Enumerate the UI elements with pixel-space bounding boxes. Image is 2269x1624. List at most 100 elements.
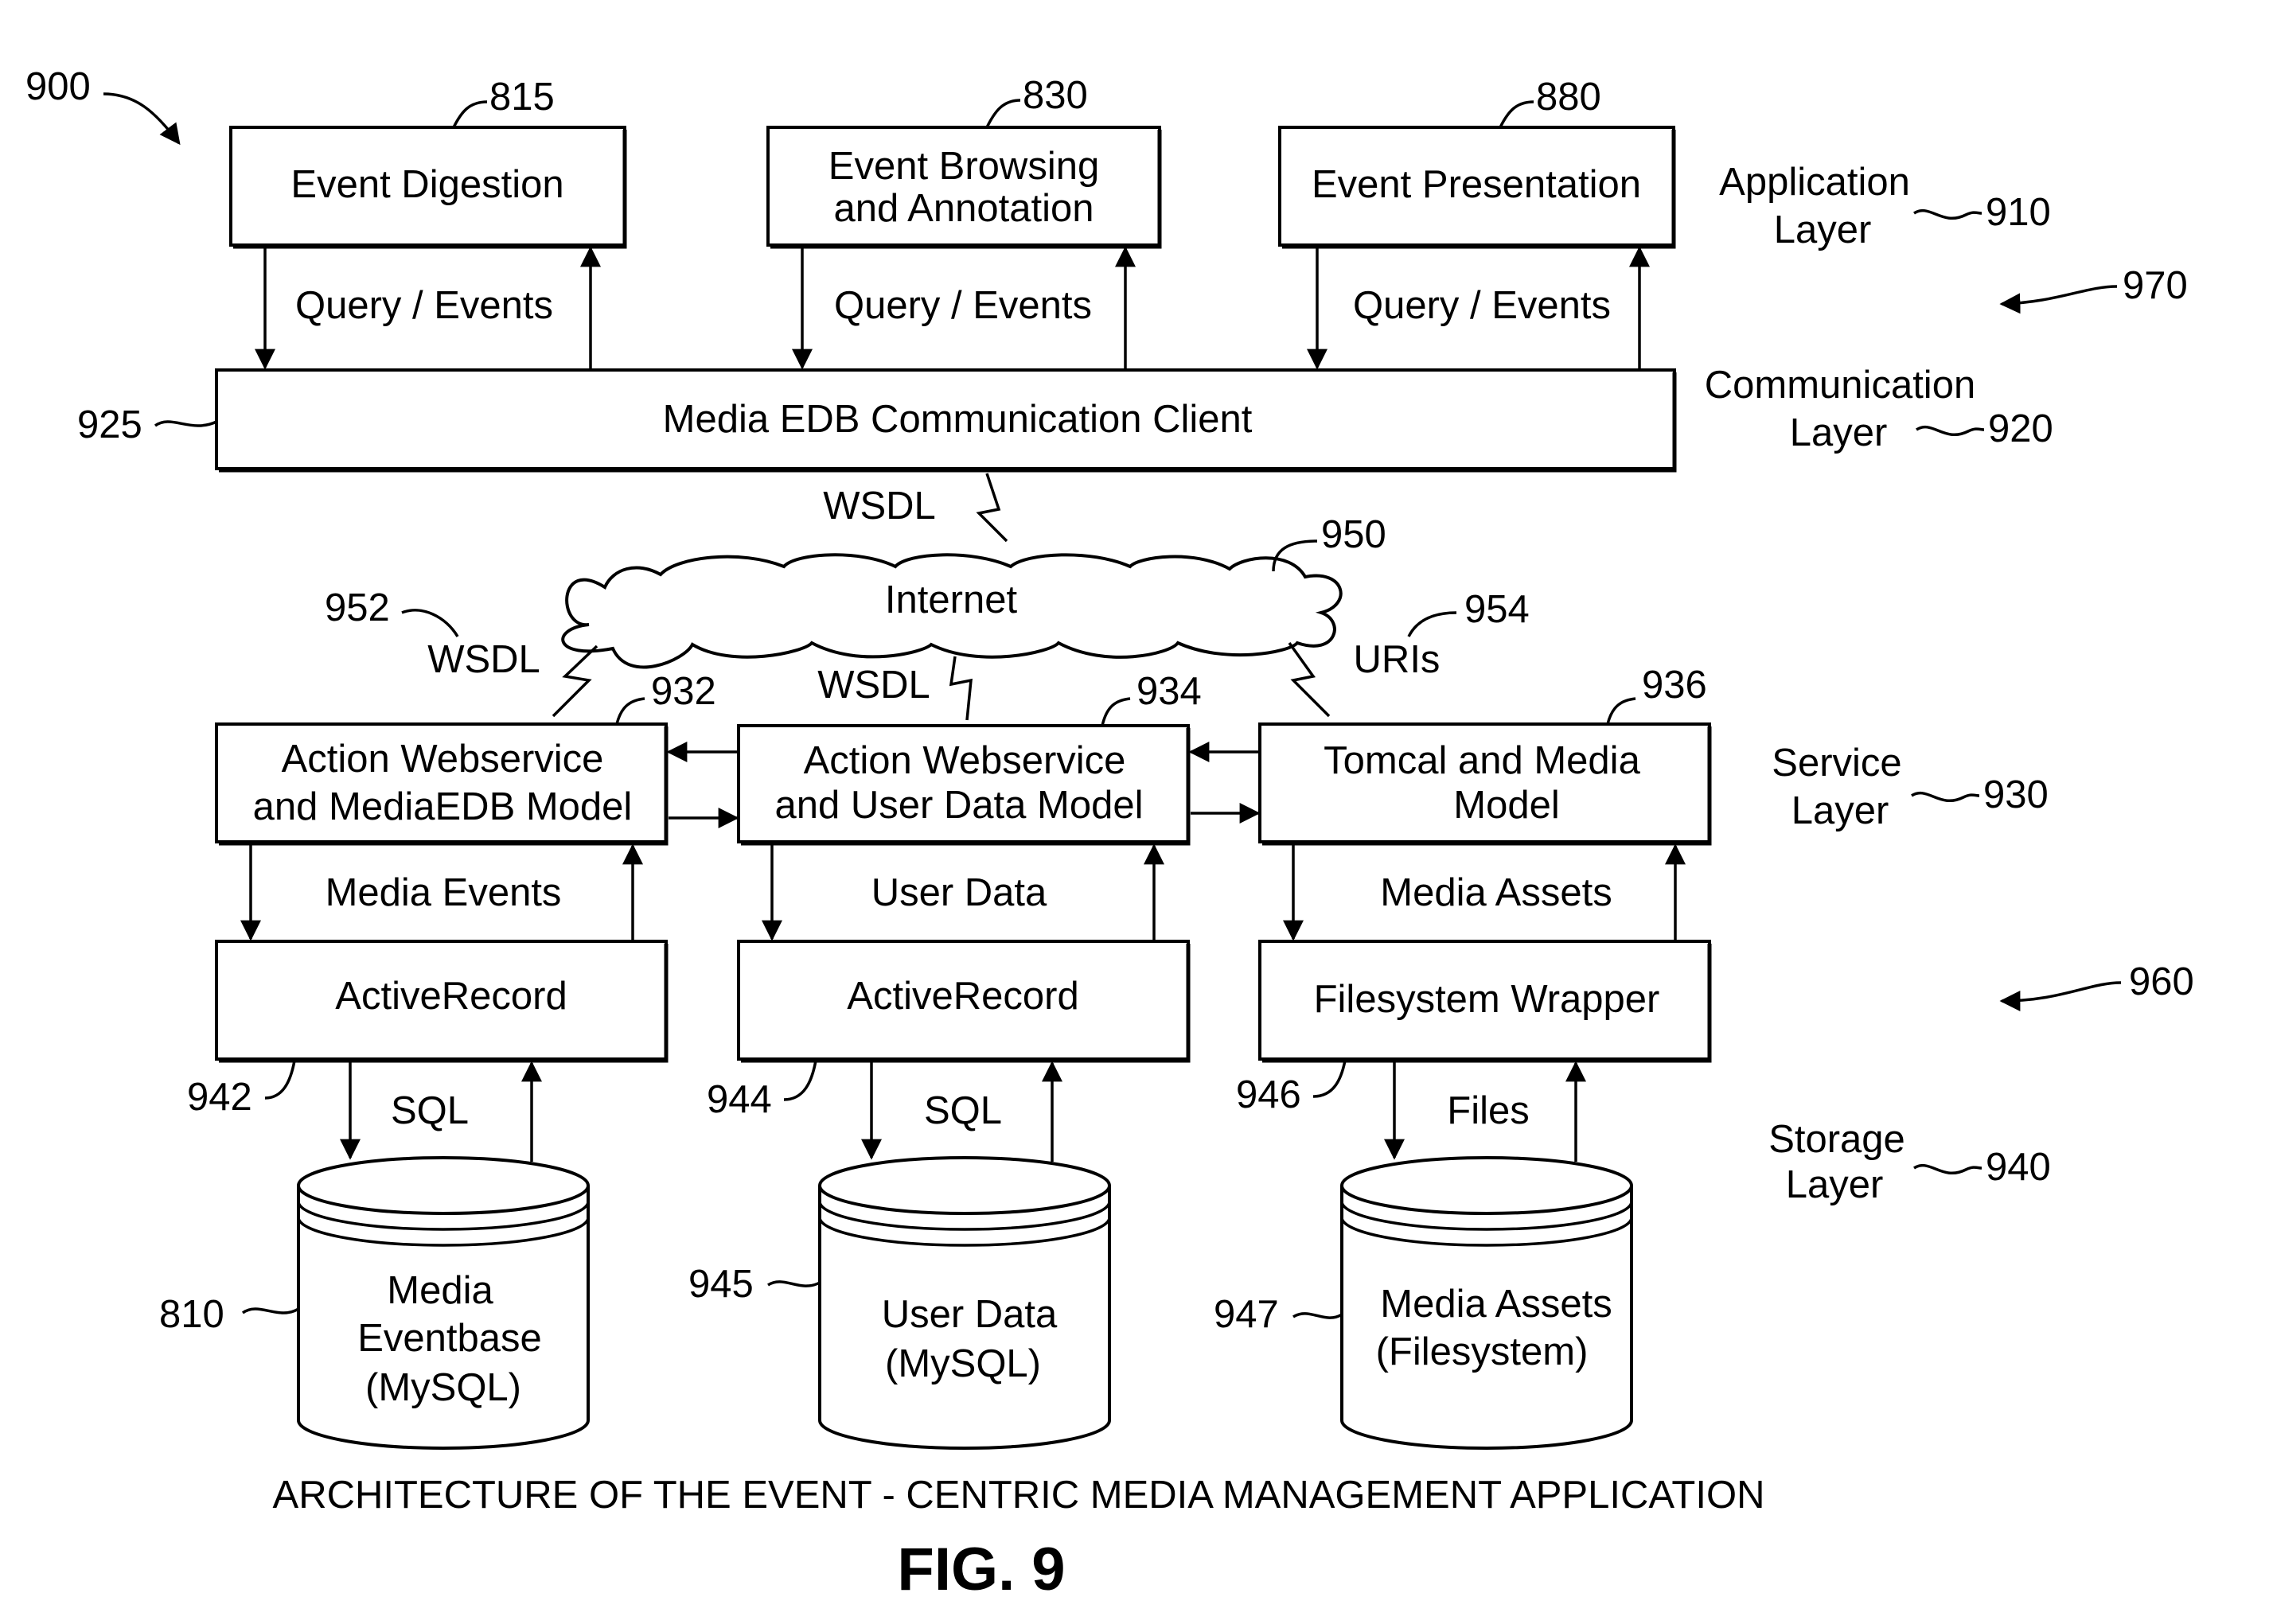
adapter-ref: 944 (707, 1078, 772, 1121)
leader-line (243, 1309, 298, 1313)
service-box-media-model: Tomcal and Media Model 936 (1260, 664, 1710, 843)
store-ref: 945 (688, 1263, 754, 1306)
adapter-store-flows: SQL SQL Files (350, 1061, 1576, 1162)
flow-label: Query / Events (1353, 284, 1611, 327)
client-label: Media EDB Communication Client (663, 398, 1253, 441)
application-label: Event Digestion (290, 163, 563, 206)
internet-label: Internet (885, 578, 1018, 621)
store-media-assets: Media Assets (Filesystem) 947 (1214, 1158, 1632, 1448)
figure-ref-group: 900 (25, 65, 179, 143)
flow-label: SQL (391, 1089, 469, 1132)
store-media-eventbase: Media Eventbase (MySQL) 810 (159, 1158, 588, 1448)
service-label-line2: and User Data Model (774, 784, 1143, 827)
leader-line (402, 610, 458, 637)
client-ref: 925 (77, 403, 142, 446)
layer-ref: 920 (1988, 407, 2053, 450)
layer-label-line2: Layer (1774, 208, 1872, 251)
link-ref: 954 (1464, 588, 1530, 631)
application-ref: 815 (489, 76, 555, 119)
leader-line (1293, 1314, 1342, 1318)
service-label-line1: Action Webservice (804, 739, 1126, 782)
leader-line (617, 699, 645, 724)
leader-line (1608, 699, 1635, 724)
flow-label: Query / Events (834, 284, 1092, 327)
flow-label: Files (1447, 1089, 1529, 1132)
application-ref: 880 (1536, 76, 1601, 119)
service-label-line1: Tomcal and Media (1324, 739, 1640, 782)
store-label-line1: User Data (882, 1293, 1058, 1336)
layer-label-line2: Layer (1790, 411, 1888, 454)
service-adapter-flows: Media Events User Data Media Assets (251, 843, 1675, 941)
adapter-label: Filesystem Wrapper (1314, 978, 1660, 1021)
layer-label-storage: Storage Layer 940 (1768, 1118, 2051, 1206)
leader-line (768, 1282, 820, 1286)
figure-ref-arrow (103, 94, 179, 143)
service-label-line2: and MediaEDB Model (253, 785, 633, 828)
store-ref: 947 (1214, 1293, 1279, 1336)
service-label-line2: Model (1453, 784, 1559, 827)
communication-client-box: Media EDB Communication Client 925 (77, 370, 1674, 470)
application-ref: 830 (1023, 74, 1088, 117)
flow-label: SQL (924, 1089, 1002, 1132)
leader-line (1102, 699, 1130, 726)
leader-line (1409, 613, 1456, 637)
figure-ref: 900 (25, 65, 91, 108)
link-ref: 952 (325, 586, 390, 629)
store-label-line2: Eventbase (357, 1317, 542, 1360)
lightning-bolt-icon (1289, 643, 1329, 716)
layer-ref: 940 (1986, 1146, 2051, 1189)
group-ref: 970 (2123, 264, 2188, 307)
layer-label-line2: Layer (1791, 789, 1889, 832)
layer-label-service: Service Layer 930 (1772, 742, 2048, 832)
service-label-line1: Action Webservice (282, 738, 604, 781)
layer-label-line1: Service (1772, 742, 1901, 785)
flow-label: User Data (871, 871, 1047, 914)
layer-label-line1: Application (1719, 161, 1910, 204)
store-ref: 810 (159, 1293, 224, 1336)
cylinder-top (1342, 1158, 1632, 1213)
layer-ref: 910 (1986, 191, 2051, 234)
link-label: URIs (1354, 638, 1441, 681)
adapter-ref: 946 (1236, 1073, 1301, 1116)
layer-label-application: Application Layer 910 (1719, 161, 2051, 251)
application-box-event-browsing: Event Browsing and Annotation 830 (768, 74, 1160, 247)
layer-ref-leader (1914, 1166, 1982, 1174)
lightning-bolt-icon (553, 646, 597, 716)
service-ref: 932 (651, 670, 716, 713)
leader-line (265, 1061, 294, 1098)
leader-line (784, 1061, 816, 1100)
cylinder-top (820, 1158, 1109, 1213)
layer-ref: 930 (1983, 773, 2049, 816)
application-label-line1: Event Browsing (828, 145, 1099, 188)
lightning-bolt-icon (979, 473, 1007, 541)
store-label-line1: Media Assets (1380, 1283, 1612, 1326)
application-label-line2: and Annotation (834, 187, 1094, 230)
cylinder-top (298, 1158, 588, 1213)
layer-ref-leader (1914, 211, 1982, 219)
leader-line (454, 102, 487, 127)
application-label: Event Presentation (1312, 163, 1641, 206)
layer-ref-leader (1912, 793, 1979, 801)
leader-line (1313, 1061, 1345, 1096)
figure-label: FIG. 9 (897, 1536, 1065, 1603)
layer-label-line1: Communication (1705, 364, 1975, 407)
adapter-label: ActiveRecord (847, 975, 1078, 1018)
query-events-flows: Query / Events Query / Events Query / Ev… (265, 247, 1639, 370)
store-user-data: User Data (MySQL) 945 (688, 1158, 1109, 1448)
group-ref-960: 960 (2002, 960, 2194, 1003)
group-ref-arrow (2002, 983, 2121, 1001)
application-box-event-presentation: Event Presentation 880 (1280, 76, 1674, 247)
link-label: WSDL (823, 485, 936, 528)
store-label-line2: (Filesystem) (1376, 1330, 1589, 1373)
group-ref: 960 (2129, 960, 2194, 1003)
leader-line (1500, 102, 1534, 127)
store-label-line2: (MySQL) (885, 1342, 1041, 1385)
link-label: WSDL (817, 664, 930, 707)
application-box-event-digestion: Event Digestion 815 (231, 76, 625, 247)
store-label-line3: (MySQL) (365, 1366, 521, 1409)
figure-caption: ARCHITECTURE OF THE EVENT - CENTRIC MEDI… (273, 1474, 1765, 1517)
store-label-line1: Media (387, 1269, 493, 1312)
service-box-mediaedb: Action Webservice and MediaEDB Model 932 (216, 670, 716, 843)
flow-label: Query / Events (295, 284, 553, 327)
